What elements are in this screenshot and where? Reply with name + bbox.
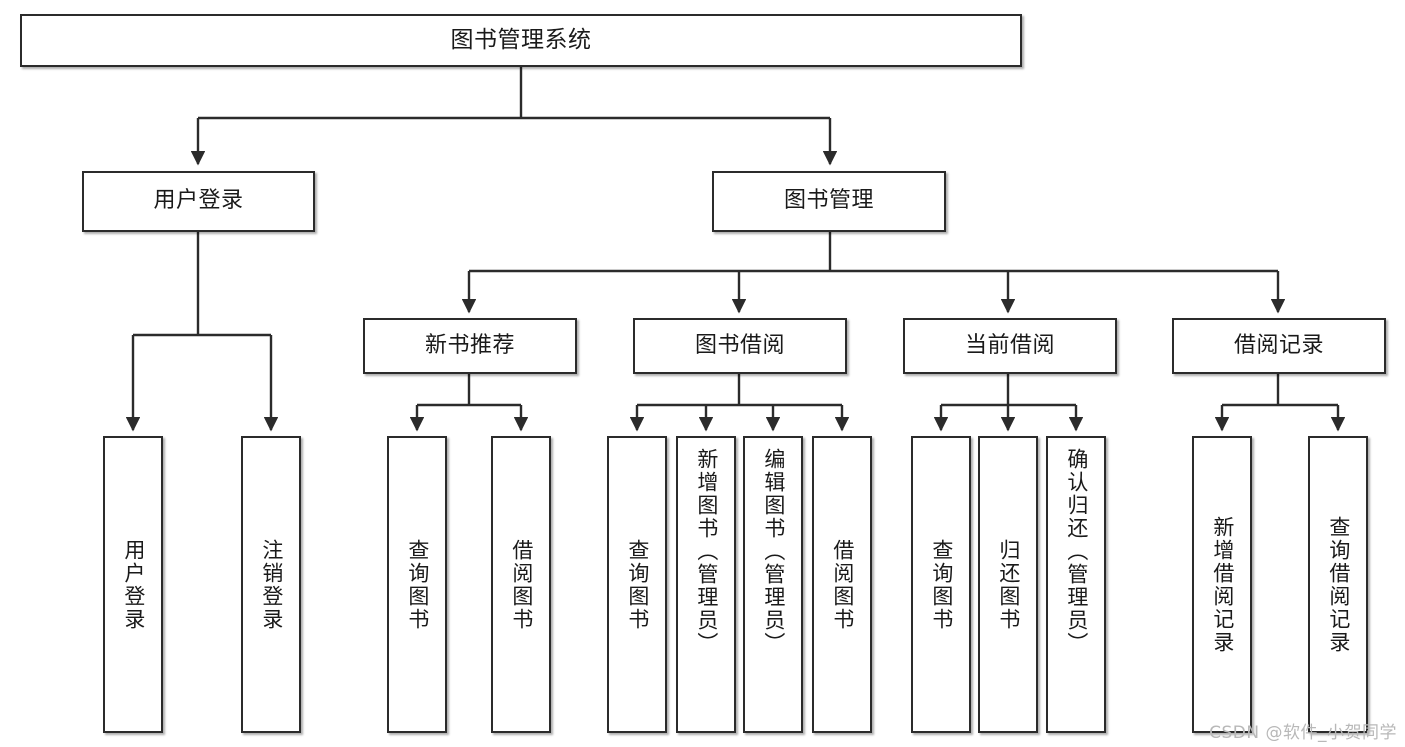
node-leaf-query-book-borrow[interactable]: 查询图书 xyxy=(607,436,667,733)
node-user-login[interactable]: 用户登录 xyxy=(82,171,315,232)
node-label: 图书借阅 xyxy=(694,332,785,358)
node-label: 查询图书 xyxy=(405,538,430,631)
node-label: 借阅图书 xyxy=(509,538,534,631)
node-leaf-confirm-return-admin[interactable]: 确认归还（管理员） xyxy=(1046,436,1106,733)
node-label: 借阅图书 xyxy=(830,538,855,631)
node-label: 归还图书 xyxy=(996,538,1021,631)
node-label: 用户登录 xyxy=(153,188,244,214)
node-leaf-query-book-current[interactable]: 查询图书 xyxy=(911,436,971,733)
node-label: 借阅记录 xyxy=(1233,332,1324,358)
node-label: 查询借阅记录 xyxy=(1326,515,1351,654)
node-label: 查询图书 xyxy=(929,538,954,631)
node-leaf-query-borrow-record[interactable]: 查询借阅记录 xyxy=(1308,436,1368,733)
node-leaf-return-book[interactable]: 归还图书 xyxy=(978,436,1038,733)
node-root-library-system[interactable]: 图书管理系统 xyxy=(20,14,1022,67)
watermark-text: CSDN @软件_小贺同学 xyxy=(1209,723,1397,743)
node-label: 确认归还（管理员） xyxy=(1064,448,1089,655)
node-label: 用户登录 xyxy=(121,538,146,631)
node-leaf-logout[interactable]: 注销登录 xyxy=(241,436,301,733)
node-label: 图书管理 xyxy=(783,188,874,214)
node-label: 编辑图书（管理员） xyxy=(761,448,786,655)
node-leaf-user-login[interactable]: 用户登录 xyxy=(103,436,163,733)
node-current-borrow[interactable]: 当前借阅 xyxy=(903,318,1117,374)
node-label: 注销登录 xyxy=(259,538,284,631)
node-new-book-recommend[interactable]: 新书推荐 xyxy=(363,318,577,374)
node-leaf-query-book-newbook[interactable]: 查询图书 xyxy=(387,436,447,733)
node-leaf-add-book-admin[interactable]: 新增图书（管理员） xyxy=(676,436,736,733)
node-label: 当前借阅 xyxy=(964,332,1055,358)
node-book-management[interactable]: 图书管理 xyxy=(712,171,946,232)
node-book-borrow[interactable]: 图书借阅 xyxy=(633,318,847,374)
node-label: 新增图书（管理员） xyxy=(694,448,719,655)
node-label: 图书管理系统 xyxy=(450,26,592,53)
node-borrow-record[interactable]: 借阅记录 xyxy=(1172,318,1386,374)
node-leaf-add-borrow-record[interactable]: 新增借阅记录 xyxy=(1192,436,1252,733)
node-label: 查询图书 xyxy=(625,538,650,631)
node-label: 新增借阅记录 xyxy=(1210,515,1235,654)
node-leaf-borrow-book-newbook[interactable]: 借阅图书 xyxy=(491,436,551,733)
node-label: 新书推荐 xyxy=(424,332,515,358)
node-leaf-edit-book-admin[interactable]: 编辑图书（管理员） xyxy=(743,436,803,733)
node-leaf-borrow-book[interactable]: 借阅图书 xyxy=(812,436,872,733)
